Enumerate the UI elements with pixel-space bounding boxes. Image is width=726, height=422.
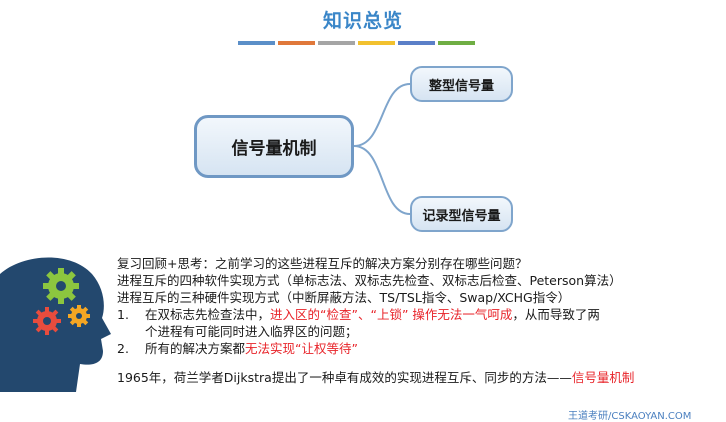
highlight-text: 信号量机制 [571, 370, 635, 385]
highlight-text: 无法实现“让权等待” [245, 341, 358, 356]
problem-item-1: 1. 在双标志先检查法中，进入区的“检查”、“上锁” 操作无法一气呵成，从而导致了… [117, 306, 722, 323]
title-bar-segment [278, 41, 315, 45]
title-bar-segment [358, 41, 395, 45]
history-line: 1965年，荷兰学者Dijkstra提出了一种卓有成效的实现进程互斥、同步的方法… [117, 369, 722, 386]
review-text-block: 复习回顾+思考：之前学习的这些进程互斥的解决方案分别存在哪些问题？ 进程互斥的四… [117, 255, 722, 386]
software-methods-line: 进程互斥的四种软件实现方式（单标志法、双标志先检查、双标志后检查、Peterso… [117, 273, 622, 288]
problem-item-1-continued: 个进程有可能同时进入临界区的问题； [145, 324, 358, 339]
item-text: ，从而导致了两 [512, 307, 600, 322]
item-number: 1. [117, 307, 129, 322]
title-color-bar [238, 41, 475, 45]
connector-top [353, 83, 411, 147]
history-text: 1965年，荷兰学者Dijkstra提出了一种卓有成效的实现进程互斥、同步的方法… [117, 370, 572, 385]
page-title: 知识总览 [322, 10, 403, 32]
mindmap-branch-record-semaphore[interactable]: 记录型信号量 [410, 196, 513, 232]
spacer [117, 357, 722, 369]
hardware-methods-line: 进程互斥的三种硬件实现方式（中断屏蔽方法、TS/TSL指令、Swap/XCHG指… [117, 290, 571, 305]
head-with-gears-icon [0, 257, 111, 392]
mindmap-connectors [353, 83, 411, 215]
title-bar-segment [318, 41, 355, 45]
mindmap-center-node[interactable]: 信号量机制 [194, 115, 354, 178]
review-question: 复习回顾+思考：之前学习的这些进程互斥的解决方案分别存在哪些问题？ [117, 256, 528, 271]
connector-bottom [353, 145, 411, 215]
highlight-text: 进入区的“检查”、“上锁” 操作无法一气呵成 [270, 307, 513, 322]
item-number: 2. [117, 341, 129, 356]
mindmap-branch-integer-semaphore[interactable]: 整型信号量 [410, 66, 513, 102]
problem-item-2: 2. 所有的解决方案都无法实现“让权等待” [117, 340, 722, 357]
item-text: 所有的解决方案都 [145, 341, 246, 356]
item-text: 在双标志先检查法中， [145, 307, 271, 322]
title-bar-segment [238, 41, 275, 45]
title-bar-segment [398, 41, 435, 45]
title-bar-segment [438, 41, 475, 45]
